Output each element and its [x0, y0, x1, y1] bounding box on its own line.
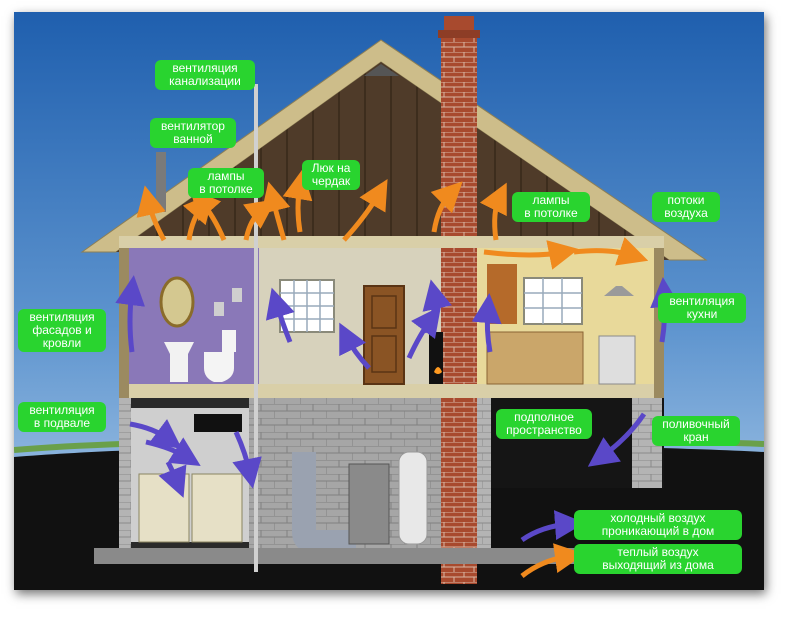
label-attic-hatch-line1: Люк на	[311, 161, 351, 175]
legend-warm-air-line1: теплый воздух	[617, 545, 699, 559]
label-hose-tap: поливочный кран	[652, 416, 740, 446]
legend-warm-air: теплый воздух выходящий из дома	[574, 544, 742, 574]
legend-cold-air-line1: холодный воздух	[610, 511, 706, 525]
kitchen	[477, 248, 664, 385]
bathroom	[129, 248, 259, 384]
sewer-vent-pipe	[254, 84, 258, 572]
label-ceiling-lamps-left-line1: лампы	[207, 169, 245, 183]
label-air-flows: потоки воздуха	[652, 192, 720, 222]
legend-warm-arrow	[520, 543, 585, 578]
attic-floor	[119, 236, 664, 248]
crawl-foundation-wall	[477, 398, 491, 558]
label-basement-vent: вентиляция в подвале	[18, 402, 106, 432]
house-scene	[14, 12, 764, 590]
illustration-frame: вентиляция канализации вентилятор ванной…	[14, 12, 764, 590]
label-attic-hatch-line2: чердак	[311, 174, 351, 188]
living-room	[259, 248, 443, 385]
left-exterior-wall	[119, 248, 129, 398]
label-kitchen-vent-line1: вентиляция	[669, 294, 735, 308]
main-floor-slab	[119, 384, 664, 398]
label-sewer-vent-line1: вентиляция	[172, 61, 238, 75]
legend-warm-air-line2: выходящий из дома	[602, 558, 714, 572]
chimney	[438, 16, 480, 584]
label-ceiling-lamps-right-line1: лампы	[532, 193, 570, 207]
label-air-flows-line1: потоки	[667, 193, 705, 207]
label-ceiling-lamps-left-line2: в потолке	[199, 182, 253, 196]
legend-cold-air-line2: проникающий в дом	[601, 524, 715, 538]
basement	[119, 398, 441, 554]
label-facade-roof-vent: вентиляция фасадов и кровли	[18, 309, 106, 352]
label-ceiling-lamps-right: лампы в потолке	[512, 192, 590, 222]
label-sewer-vent: вентиляция канализации	[155, 60, 255, 90]
label-bath-fan: вентилятор ванной	[150, 118, 236, 148]
label-ceiling-lamps-left: лампы в потолке	[188, 168, 264, 198]
label-facade-roof-vent-line1: вентиляция	[29, 310, 95, 324]
bath-fan-duct	[156, 152, 166, 212]
label-kitchen-vent: вентиляция кухни	[658, 293, 746, 323]
label-ceiling-lamps-right-line2: в потолке	[524, 206, 578, 220]
legend-cold-arrow	[520, 510, 585, 543]
label-bath-fan-line2: ванной	[173, 132, 213, 146]
label-facade-roof-vent-line2: фасадов и	[32, 323, 92, 337]
label-attic-hatch: Люк на чердак	[302, 160, 360, 190]
label-bath-fan-line1: вентилятор	[161, 119, 225, 133]
label-basement-vent-line2: в подвале	[33, 416, 91, 430]
right-exterior-wall	[654, 248, 664, 398]
label-sewer-vent-line2: канализации	[169, 74, 241, 88]
label-hose-tap-line1: поливочный	[662, 417, 730, 431]
label-hose-tap-line2: кран	[683, 430, 709, 444]
warm-air-arrows	[136, 169, 649, 270]
legend-cold-air: холодный воздух проникающий в дом	[574, 510, 742, 540]
label-facade-roof-vent-line3: кровли	[42, 336, 82, 350]
label-air-flows-line2: воздуха	[664, 206, 708, 220]
label-crawl-space-line2: пространство	[506, 423, 582, 437]
label-kitchen-vent-line2: кухни	[686, 307, 718, 321]
label-basement-vent-line1: вентиляция	[29, 403, 95, 417]
footing	[94, 548, 694, 564]
label-crawl-space-line1: подполное	[514, 410, 574, 424]
label-crawl-space: подполное пространство	[496, 409, 592, 439]
